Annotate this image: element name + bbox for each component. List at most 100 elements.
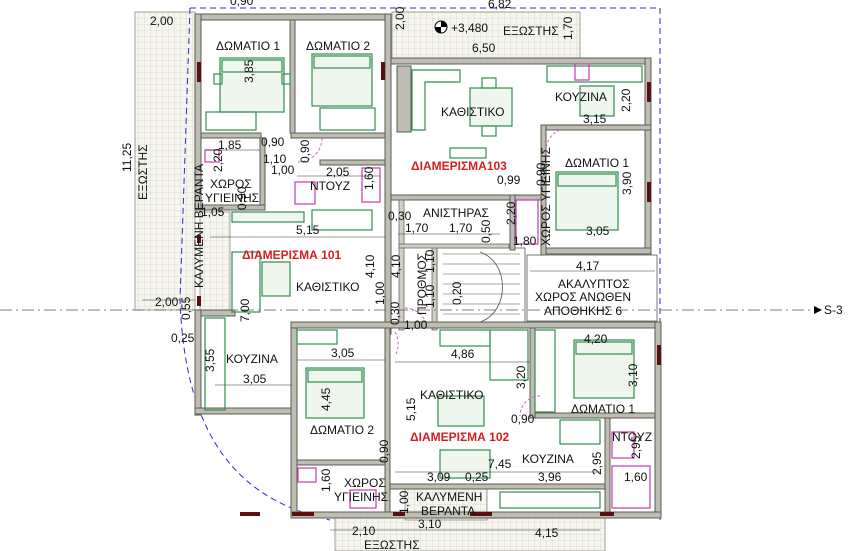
room-ygieinis-1: ΥΓΙΕΙΝΗΣ: [205, 191, 259, 205]
room-xoros-2: ΧΩΡΟΣ: [344, 476, 386, 490]
room-kathistiko-101: ΚΑΘΙΣΤΙΚΟ: [296, 280, 359, 294]
dim-text: 4,86: [451, 347, 475, 361]
dim-text: 1,70: [449, 221, 473, 235]
dim-text: 7,45: [488, 457, 512, 471]
balcony-bottom: [334, 517, 606, 551]
dim-text: 3,55: [203, 348, 217, 372]
room-ntouz-top: ΝΤΟΥΖ: [310, 179, 350, 193]
dim-text: 6,50: [472, 41, 496, 55]
dim-text: 1,00: [404, 318, 428, 332]
apartment-103-label: ΔΙΑΜΕΡΙΣΜΑ103: [411, 159, 507, 173]
dim-text: 2,00: [155, 295, 179, 309]
dim-text: 2,00: [150, 14, 174, 28]
room-xoros-1: ΧΩΡΟΣ: [210, 177, 252, 191]
dim-text: 3,85: [242, 59, 256, 83]
room-veranta-1: ΒΕΡΑΝΤΑ: [421, 504, 475, 518]
room-exostis-bottom: ΕΞΩΣΤΗΣ: [364, 538, 420, 551]
dim-text: 0,90: [377, 439, 391, 463]
room-domatio1-103: ΔΩΜΑΤΙΟ 1: [565, 156, 629, 170]
light-well: [526, 254, 658, 322]
dim-text: 3,09: [427, 470, 451, 484]
dim-text: 1,60: [624, 470, 648, 484]
dim-text: 0,90: [261, 135, 285, 149]
dim-text: 2,05: [326, 165, 350, 179]
dim-text: 2,20: [211, 148, 225, 172]
dim-text: 2,10: [352, 524, 376, 538]
dim-text: 1,10: [263, 152, 287, 166]
room-akalyptos-2: ΧΩΡΟΣ ΑΝΩΘΕΝ: [535, 290, 631, 304]
room-xoros-ygieinis-vertical: ΧΩΡΟΣ ΥΓΙΕΙΝΗΣ: [539, 147, 553, 246]
dim-text: 1,70: [405, 221, 429, 235]
dim-text: 4,20: [584, 332, 608, 346]
dim-text: 1,10: [423, 249, 437, 273]
dim-text: 3,10: [418, 517, 442, 531]
level-value: +3,480: [451, 21, 488, 35]
dim-text: 0,90: [534, 162, 548, 186]
room-domatio2-102: ΔΩΜΑΤΙΟ 2: [310, 423, 374, 437]
veranda-left: [199, 211, 231, 313]
dim-text: 3,05: [331, 346, 355, 360]
dim-text: 2,20: [504, 201, 518, 225]
room-prothomos: ΠΡΟΘΜΟΣ: [415, 253, 429, 315]
room-kalymmeni-veranta-vertical: ΚΑΛΥΜΕΝΗ ΒΕΡΑΝΤΑ: [192, 164, 206, 288]
dim-text: 3,20: [514, 365, 528, 389]
room-exostis-left: ΕΞΩΣΤΗΣ: [136, 144, 150, 200]
dim-text: 1,00: [271, 163, 295, 177]
room-kouzina-102: ΚΟΥΖΙΝΑ: [522, 452, 574, 466]
dim-text: 2,95: [629, 435, 643, 459]
dim-text: 5,15: [296, 223, 320, 237]
dim-text: 0,90: [298, 139, 312, 163]
dim-text: 1,10: [423, 284, 437, 308]
dim-text: 3,96: [538, 470, 562, 484]
room-domatio2-top: ΔΩΜΑΤΙΟ 2: [306, 39, 370, 53]
dim-text: 0,30: [388, 301, 402, 325]
dimension-lines: [142, 124, 655, 531]
room-ygieinis-2: ΥΓΙΕΙΝΗΣ: [334, 490, 388, 504]
dim-text: 1,60: [319, 468, 333, 492]
sanitary: [204, 63, 651, 509]
section-marker: S-3: [824, 303, 843, 317]
dim-text: 0,20: [450, 281, 464, 305]
dim-text: 0,30: [388, 209, 412, 223]
dim-text: 0,90: [235, 186, 249, 210]
dim-text: 0,25: [465, 470, 489, 484]
dim-text: 1,70: [561, 16, 575, 40]
furniture: [204, 53, 643, 509]
room-akalyptos-3: ΑΠΟΘΗΚΗΣ 6: [544, 304, 622, 318]
room-exostis-top: ΕΞΩΣΤΗΣ: [503, 24, 559, 38]
dim-text: 0,55: [179, 296, 193, 320]
dim-text: 2,95: [590, 451, 604, 475]
dim-text: 4,10: [363, 254, 377, 278]
dim-text: 4,15: [535, 526, 559, 540]
room-kouzina-101: ΚΟΥΖΙΝΑ: [226, 352, 278, 366]
dim-text: 3,05: [586, 224, 610, 238]
dim-text: 1,85: [218, 138, 242, 152]
room-ntouz-102: ΝΤΟΥΖ: [612, 430, 652, 444]
room-kalymmeni-1: ΚΑΛΥΜΕΝΗ: [416, 490, 482, 504]
dim-text: 4,17: [576, 259, 600, 273]
room-anistiras: ΑΝΙΣΤΗΡΑΣ: [423, 206, 489, 220]
room-domatio1-102: ΔΩΜΑΤΙΟ 1: [571, 402, 635, 416]
dim-text: 6,82: [488, 0, 512, 11]
dim-text: 4,10: [389, 254, 403, 278]
dim-text: 7,00: [238, 298, 252, 322]
dim-text: 3,05: [243, 372, 267, 386]
dim-text: 0,90: [511, 412, 535, 426]
dim-text: 3,10: [626, 363, 640, 387]
apartment-102-label: ΔΙΑΜΕΡΙΣΜΑ 102: [410, 430, 510, 444]
room-akalyptos-1: ΑΚΑΛΥΠΤΟΣ: [558, 277, 630, 291]
room-kouzina-103: ΚΟΥΖΙΝΑ: [555, 90, 607, 104]
dim-text: 5,15: [404, 397, 418, 421]
dim-text: 1,00: [373, 281, 387, 305]
dim-text: 3,15: [583, 112, 607, 126]
section-arrow-icon: [814, 306, 822, 314]
room-kathistiko-103: ΚΑΘΙΣΤΙΚΟ: [441, 105, 504, 119]
balcony-top: [391, 11, 581, 59]
dim-text: 3,90: [620, 171, 634, 195]
windows: [197, 62, 661, 516]
dim-text: 1,00: [397, 490, 411, 514]
apartment-101-label: ΔΙΑΜΕΡΙΣΜΑ 101: [242, 248, 342, 262]
door-swings: [297, 129, 561, 417]
dim-text: 0,90: [230, 0, 254, 8]
